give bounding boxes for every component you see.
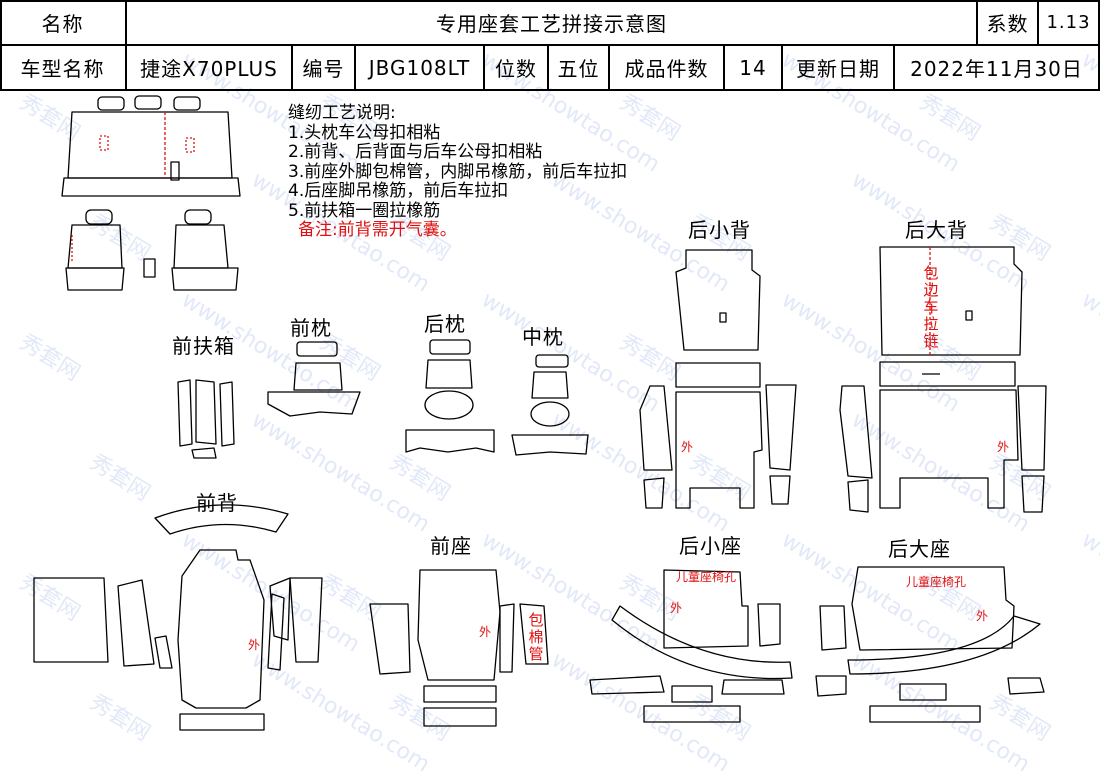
pieces-value: 14 <box>739 55 767 80</box>
pattern-middle-headrest <box>511 354 589 456</box>
note-item: 1.头枕车公母扣相粘 <box>288 122 441 143</box>
annotation-outer: 外 <box>681 440 694 454</box>
annotation-cotton-tube: 包棉管 <box>528 611 544 663</box>
model-value: 捷途X70PLUS <box>140 57 278 81</box>
label-rear-big-back: 后大背 <box>905 218 968 242</box>
annotation-outer: 外 <box>997 440 1010 454</box>
pattern-rear-big-seat <box>815 566 1045 723</box>
label-middle-headrest: 中枕 <box>522 325 564 349</box>
label-rear-small-seat: 后小座 <box>679 534 742 558</box>
date-label: 更新日期 <box>796 57 880 81</box>
annotation-child-seat-hole: 儿童座椅孔 <box>676 570 737 584</box>
annotation-outer: 外 <box>248 638 261 652</box>
pattern-drawing <box>33 95 1047 731</box>
date-value: 2022年11月30日 <box>910 57 1083 81</box>
label-rear-small-back: 后小背 <box>688 218 751 242</box>
sewing-notes: 缝纫工艺说明: 1.头枕车公母扣相粘 2.前背、后背面与后车公母扣相粘 3.前座… <box>288 103 628 241</box>
note-item: 2.前背、后背面与后车公母扣相粘 <box>288 142 543 162</box>
annotation-outer: 外 <box>976 609 989 623</box>
document-title: 专用座套工艺拼接示意图 <box>436 12 667 36</box>
label-front-armrest: 前扶箱 <box>172 334 235 358</box>
note-item: 5.前扶箱一圈拉橡筋 <box>288 200 441 221</box>
coef-label: 系数 <box>986 12 1029 36</box>
label-front-back: 前背 <box>196 491 238 515</box>
pieces-label: 成品件数 <box>624 57 709 81</box>
pattern-front-seat <box>369 569 549 727</box>
label-front-seat: 前座 <box>430 534 472 558</box>
name-label: 名称 <box>41 12 84 36</box>
notes-remark: 备注:前背需开气囊。 <box>298 220 457 240</box>
pattern-rear-big-back <box>839 246 1047 513</box>
note-item: 3.前座外脚包棉管，内脚吊橡筋，前后车拉扣 <box>288 161 628 182</box>
note-item: 4.后座脚吊橡筋，前后车拉扣 <box>288 181 509 201</box>
label-front-headrest: 前枕 <box>290 316 332 340</box>
pattern-rear-small-seat <box>589 569 793 723</box>
seats-label: 位数 <box>495 57 537 81</box>
annotation-binding-seam: 包边车拉链 <box>923 264 939 350</box>
pattern-rear-headrest <box>405 339 495 453</box>
pattern-rear-small-back <box>639 249 797 509</box>
label-rear-headrest: 后枕 <box>424 312 466 336</box>
pattern-front-headrest <box>267 341 361 417</box>
annotation-child-seat-hole: 儿童座椅孔 <box>906 575 967 589</box>
code-value: JBG108LT <box>368 55 471 80</box>
notes-heading: 缝纫工艺说明: <box>288 103 396 123</box>
header-table: 名称 专用座套工艺拼接示意图 系数 1.13 车型名称 捷途X70PLUS 编号… <box>0 0 1100 91</box>
code-label: 编号 <box>302 57 345 81</box>
coef-value: 1.13 <box>1046 12 1091 33</box>
pattern-front-armrest <box>177 379 235 459</box>
seats-value: 五位 <box>557 57 600 81</box>
annotation-outer: 外 <box>479 625 492 639</box>
model-label: 车型名称 <box>20 57 105 81</box>
annotation-outer: 外 <box>670 601 683 615</box>
pattern-front-back <box>33 504 323 731</box>
label-rear-big-seat: 后大座 <box>888 537 951 561</box>
seat-overview <box>61 95 241 291</box>
